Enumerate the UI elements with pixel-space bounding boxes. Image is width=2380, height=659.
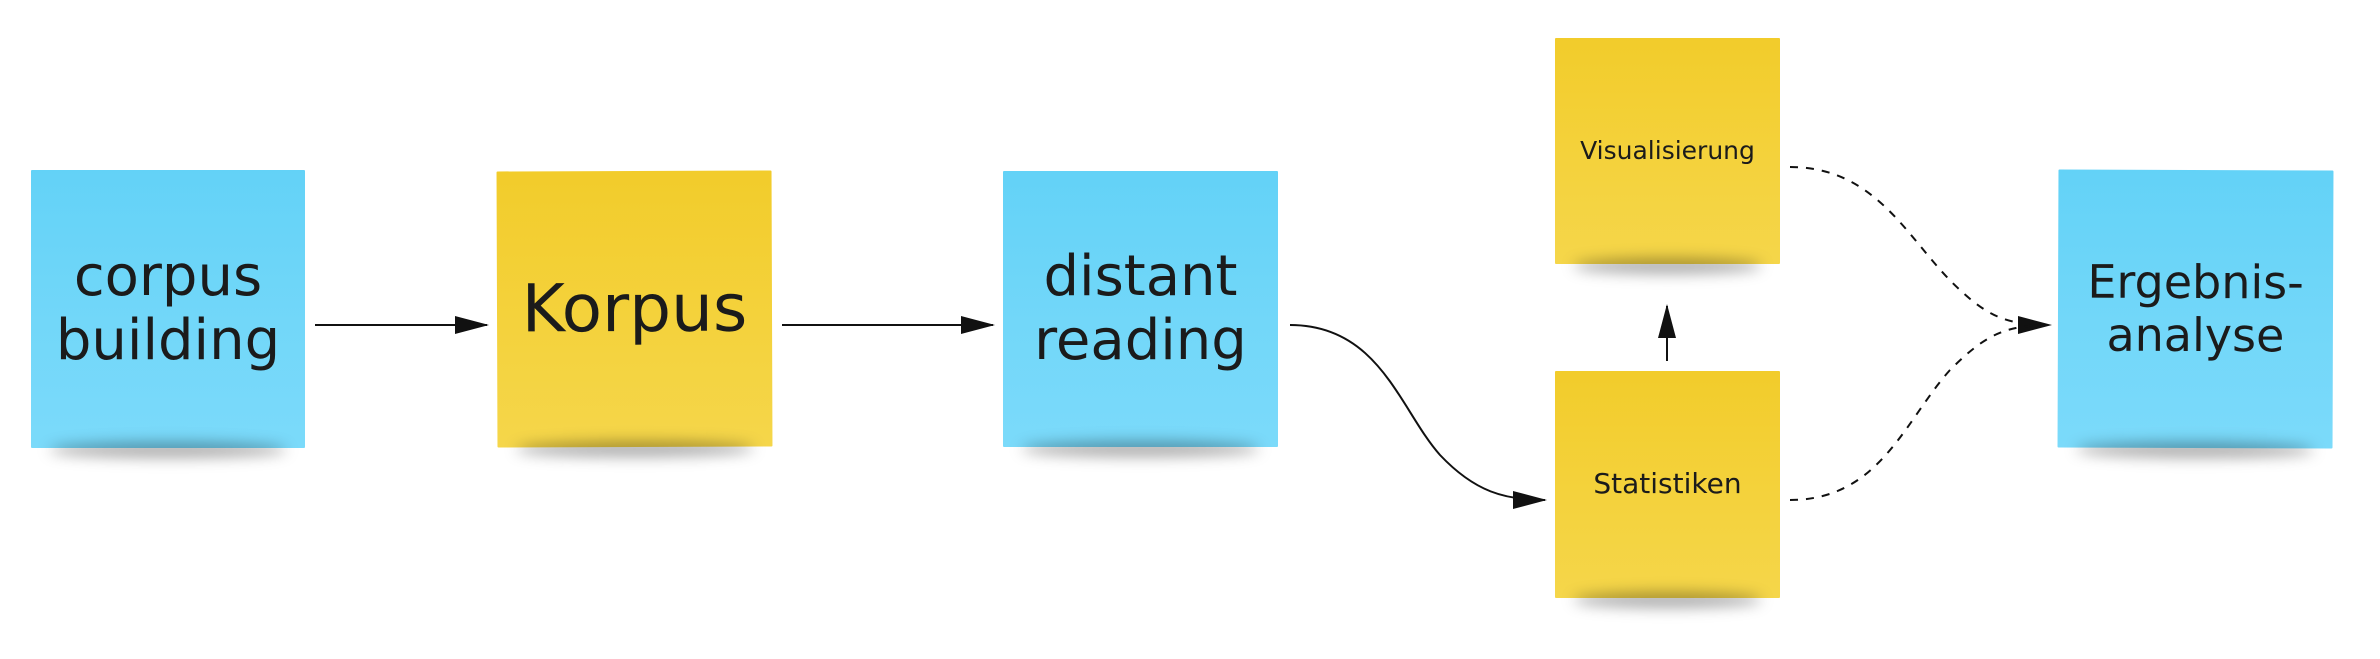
edge-statistiken-to-ergebnisanalyse	[1789, 324, 2051, 501]
sticky-note-statistiken[interactable]: Statistiken	[1555, 371, 1780, 598]
sticky-note-corpus-building[interactable]: corpus building	[31, 170, 305, 448]
note-label: Korpus	[521, 269, 748, 348]
note-label: corpus building	[55, 243, 281, 373]
note-label: Ergebnis-analyse	[2087, 254, 2304, 363]
sticky-note-ergebnisanalyse[interactable]: Ergebnis-analyse	[2057, 169, 2334, 449]
sticky-note-distant-reading[interactable]: distant reading	[1003, 171, 1278, 447]
edge-visualisierung-to-ergebnisanalyse	[1789, 166, 2052, 334]
note-label: Visualisierung	[1580, 135, 1755, 165]
edge-distant-reading-to-statistiken	[1289, 324, 1547, 509]
sticky-note-korpus[interactable]: Korpus	[496, 170, 773, 448]
sticky-note-visualisierung[interactable]: Visualisierung	[1555, 38, 1780, 264]
note-label: Statistiken	[1593, 467, 1742, 501]
note-label: distant reading	[1034, 243, 1247, 373]
